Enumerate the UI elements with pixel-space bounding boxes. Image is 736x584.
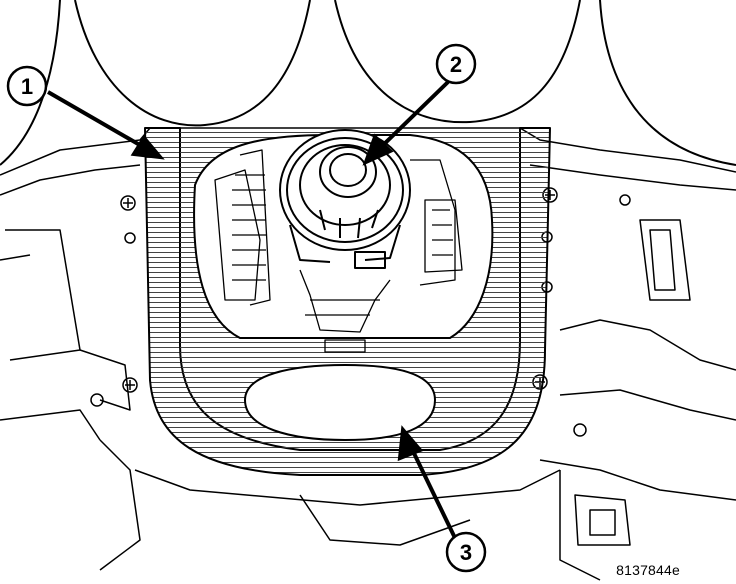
- leader-arrows: [47, 80, 457, 539]
- callout-1: 1: [6, 65, 48, 107]
- gauge-openings: [0, 0, 736, 166]
- leader-arrow-2: [376, 80, 450, 152]
- arrowhead-3-icon: [397, 425, 424, 462]
- figure-id: 8137844e: [616, 562, 680, 578]
- callout-3: 3: [445, 531, 487, 573]
- callout-3-label: 3: [460, 540, 472, 565]
- callout-2-label: 2: [450, 52, 462, 77]
- arrowhead-1-icon: [130, 134, 165, 160]
- arrowhead-2-icon: [362, 133, 394, 166]
- column-internals: [214, 149, 463, 353]
- callout-1-label: 1: [21, 74, 33, 99]
- callout-2: 2: [435, 43, 477, 85]
- leader-arrow-3: [408, 444, 457, 539]
- lower-cover-oval: [244, 364, 436, 441]
- clockspring: [279, 129, 411, 269]
- leader-arrow-1: [47, 90, 146, 150]
